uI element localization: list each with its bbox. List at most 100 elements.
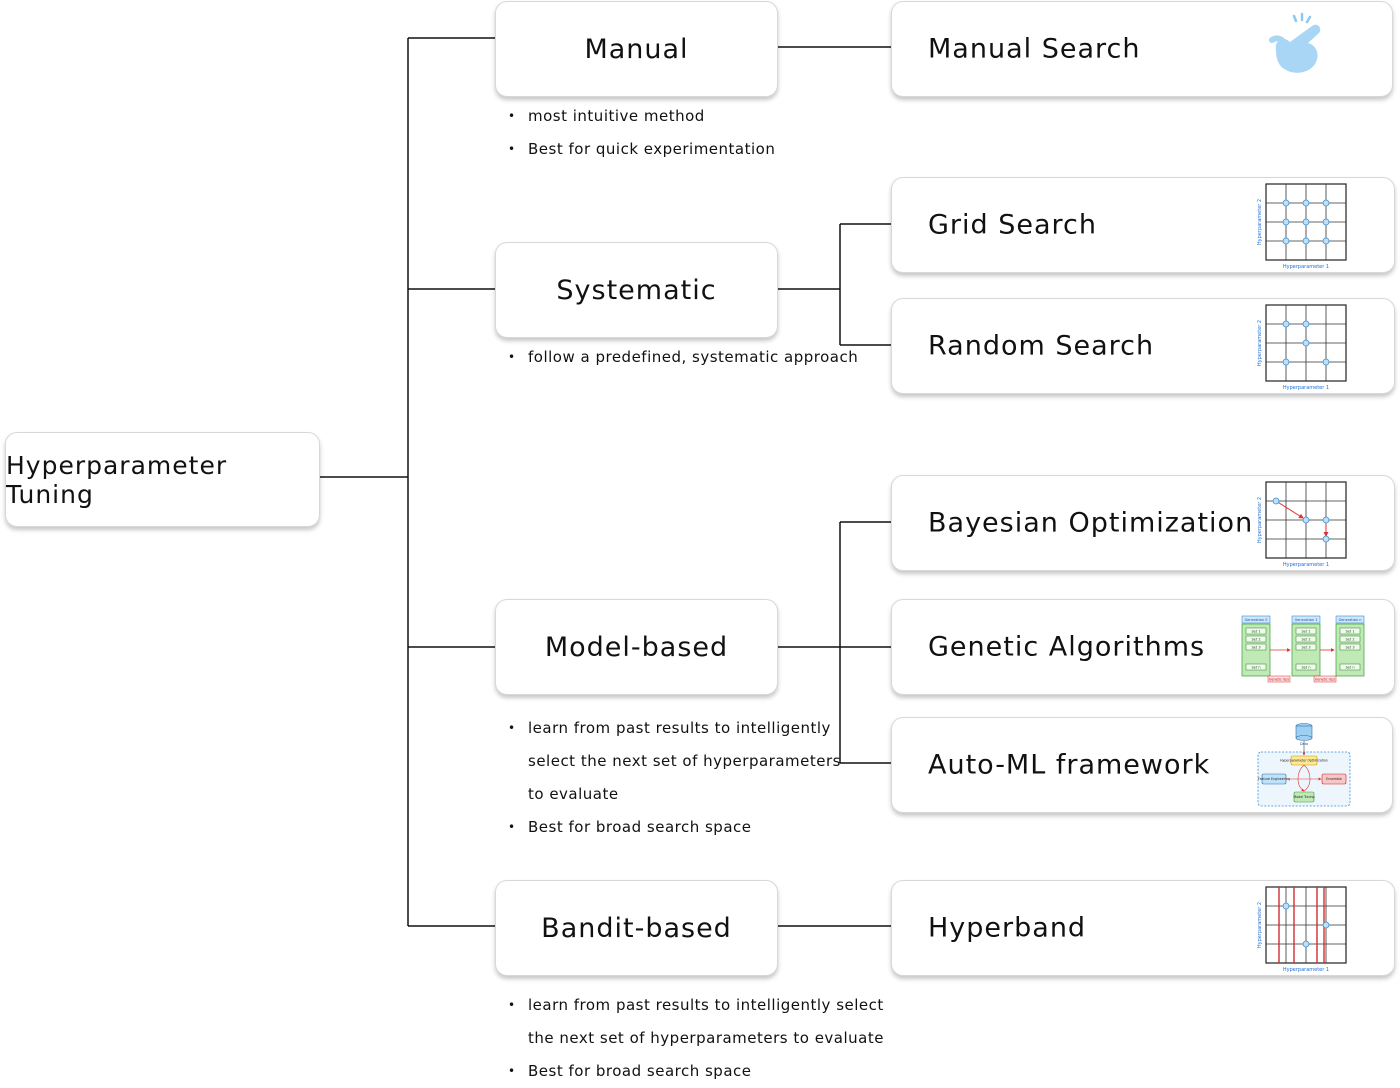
genetic-ops-label: Genetic Ops [1315,677,1335,681]
hpo-box-label: Hyperparameter Optimization [1280,759,1328,763]
sample-point [1322,535,1330,543]
category-label: Systematic [556,274,717,306]
set-box [1295,635,1317,643]
root-label: Hyperparameter Tuning [6,450,228,509]
systematic-notes: follow a predefined, systematic approach [508,341,858,374]
set-label: Set 1 [1345,630,1354,634]
note-item: the next set of hyperparameters to evalu… [528,1029,884,1047]
sample-point [1302,199,1310,207]
note-item: follow a predefined, systematic approach [508,341,858,374]
set-label: Set 3 [1345,646,1354,650]
set-box [1295,627,1317,635]
note-item: learn from past results to intelligently… [508,989,884,1022]
set-box [1339,663,1361,671]
note-item: Best for broad search space [508,1055,884,1088]
method-label: Bayesian Optimization [928,507,1254,539]
sample-point [1322,358,1330,366]
x-axis-label: Hyperparameter 1 [1283,264,1329,270]
category-label: Model-based [544,631,729,663]
note-item: Best for broad search space [508,811,841,844]
pointing-hand-icon [1269,12,1321,73]
set-label: Set n [1301,666,1310,670]
set-label: Set 2 [1251,638,1260,642]
genetic-ops-box [1313,675,1337,683]
generation-label: Generation 1 [1295,618,1318,622]
note-item: learn from past results to intelligently [508,712,841,745]
ensemble-box-label: Ensemble [1326,777,1342,781]
category-systematic: Systematic [495,242,778,338]
note-item: select the next set of hyperparameters [528,752,841,770]
sample-point [1282,902,1290,910]
genetic-ops-label: Genetic Ops [1269,677,1289,681]
method-genetic-algorithms: Genetic Algorithms Generation 0 Set 1 Set … [891,599,1395,695]
root-node: Hyperparameter Tuning [5,432,320,527]
method-label: Auto-ML framework [928,749,1211,781]
set-box [1339,635,1361,643]
method-label: Manual Search [928,33,1141,65]
bandit-based-notes: learn from past results to intelligently… [508,989,884,1088]
sample-point [1282,358,1290,366]
note-item: most intuitive method [508,100,775,133]
set-label: Set 3 [1301,646,1310,650]
sample-point [1302,320,1310,328]
set-label: Set 2 [1345,638,1354,642]
set-box [1339,627,1361,635]
generation-header [1291,615,1321,624]
set-label: Set n [1251,666,1260,670]
note-item: to evaluate [528,785,619,803]
ensemble-box [1321,773,1347,785]
generation-header [1335,615,1365,624]
sample-point [1302,516,1310,524]
category-model-based: Model-based [495,599,778,695]
category-label: Manual [584,33,689,65]
x-axis-label: Hyperparameter 1 [1283,967,1329,973]
x-axis-label: Hyperparameter 1 [1283,562,1329,568]
automl-arrow [1303,764,1311,792]
set-box [1339,643,1361,651]
sample-point [1282,237,1290,245]
method-label: Genetic Algorithms [928,631,1206,663]
generation-label: Generation 0 [1245,618,1268,622]
category-label: Bandit-based [541,912,732,944]
set-box [1245,643,1267,651]
method-label: Grid Search [928,209,1098,241]
sample-point [1302,218,1310,226]
generation-header [1241,615,1271,624]
bayesian-optimization-plot: Hyperparameter 1 Hyperparameter 2 [1257,481,1347,568]
category-manual: Manual [495,1,778,97]
method-label: Random Search [928,330,1155,362]
generation-label: Generation n [1339,618,1362,622]
genetic-algorithm-diagram: Generation 0 Set 1 Set 2 Set 3 Set n Generati… [1241,615,1365,683]
tuning-box-label: Model Tuning [1293,795,1314,799]
sample-point [1322,218,1330,226]
method-label: Hyperband [928,912,1087,944]
sample-point [1302,237,1310,245]
set-label: Set 1 [1301,630,1310,634]
manual-notes: most intuitive method Best for quick exp… [508,100,775,166]
y-axis-label: Hyperparameter 2 [1257,497,1263,543]
set-box [1245,663,1267,671]
x-axis-label: Hyperparameter 1 [1283,385,1329,391]
set-label: Set 2 [1301,638,1310,642]
sample-point [1322,921,1330,929]
automl-arrow [1297,764,1305,792]
search-arrow [1275,500,1304,519]
tuning-box [1293,791,1315,803]
database-icon [1295,735,1313,741]
sample-point [1302,339,1310,347]
genetic-ops-box [1267,675,1291,683]
feature-box-label: Feature Engineering [1258,777,1290,781]
note-item: Best for quick experimentation [508,133,775,166]
sample-point [1282,199,1290,207]
set-box [1295,663,1317,671]
set-label: Set n [1345,666,1354,670]
